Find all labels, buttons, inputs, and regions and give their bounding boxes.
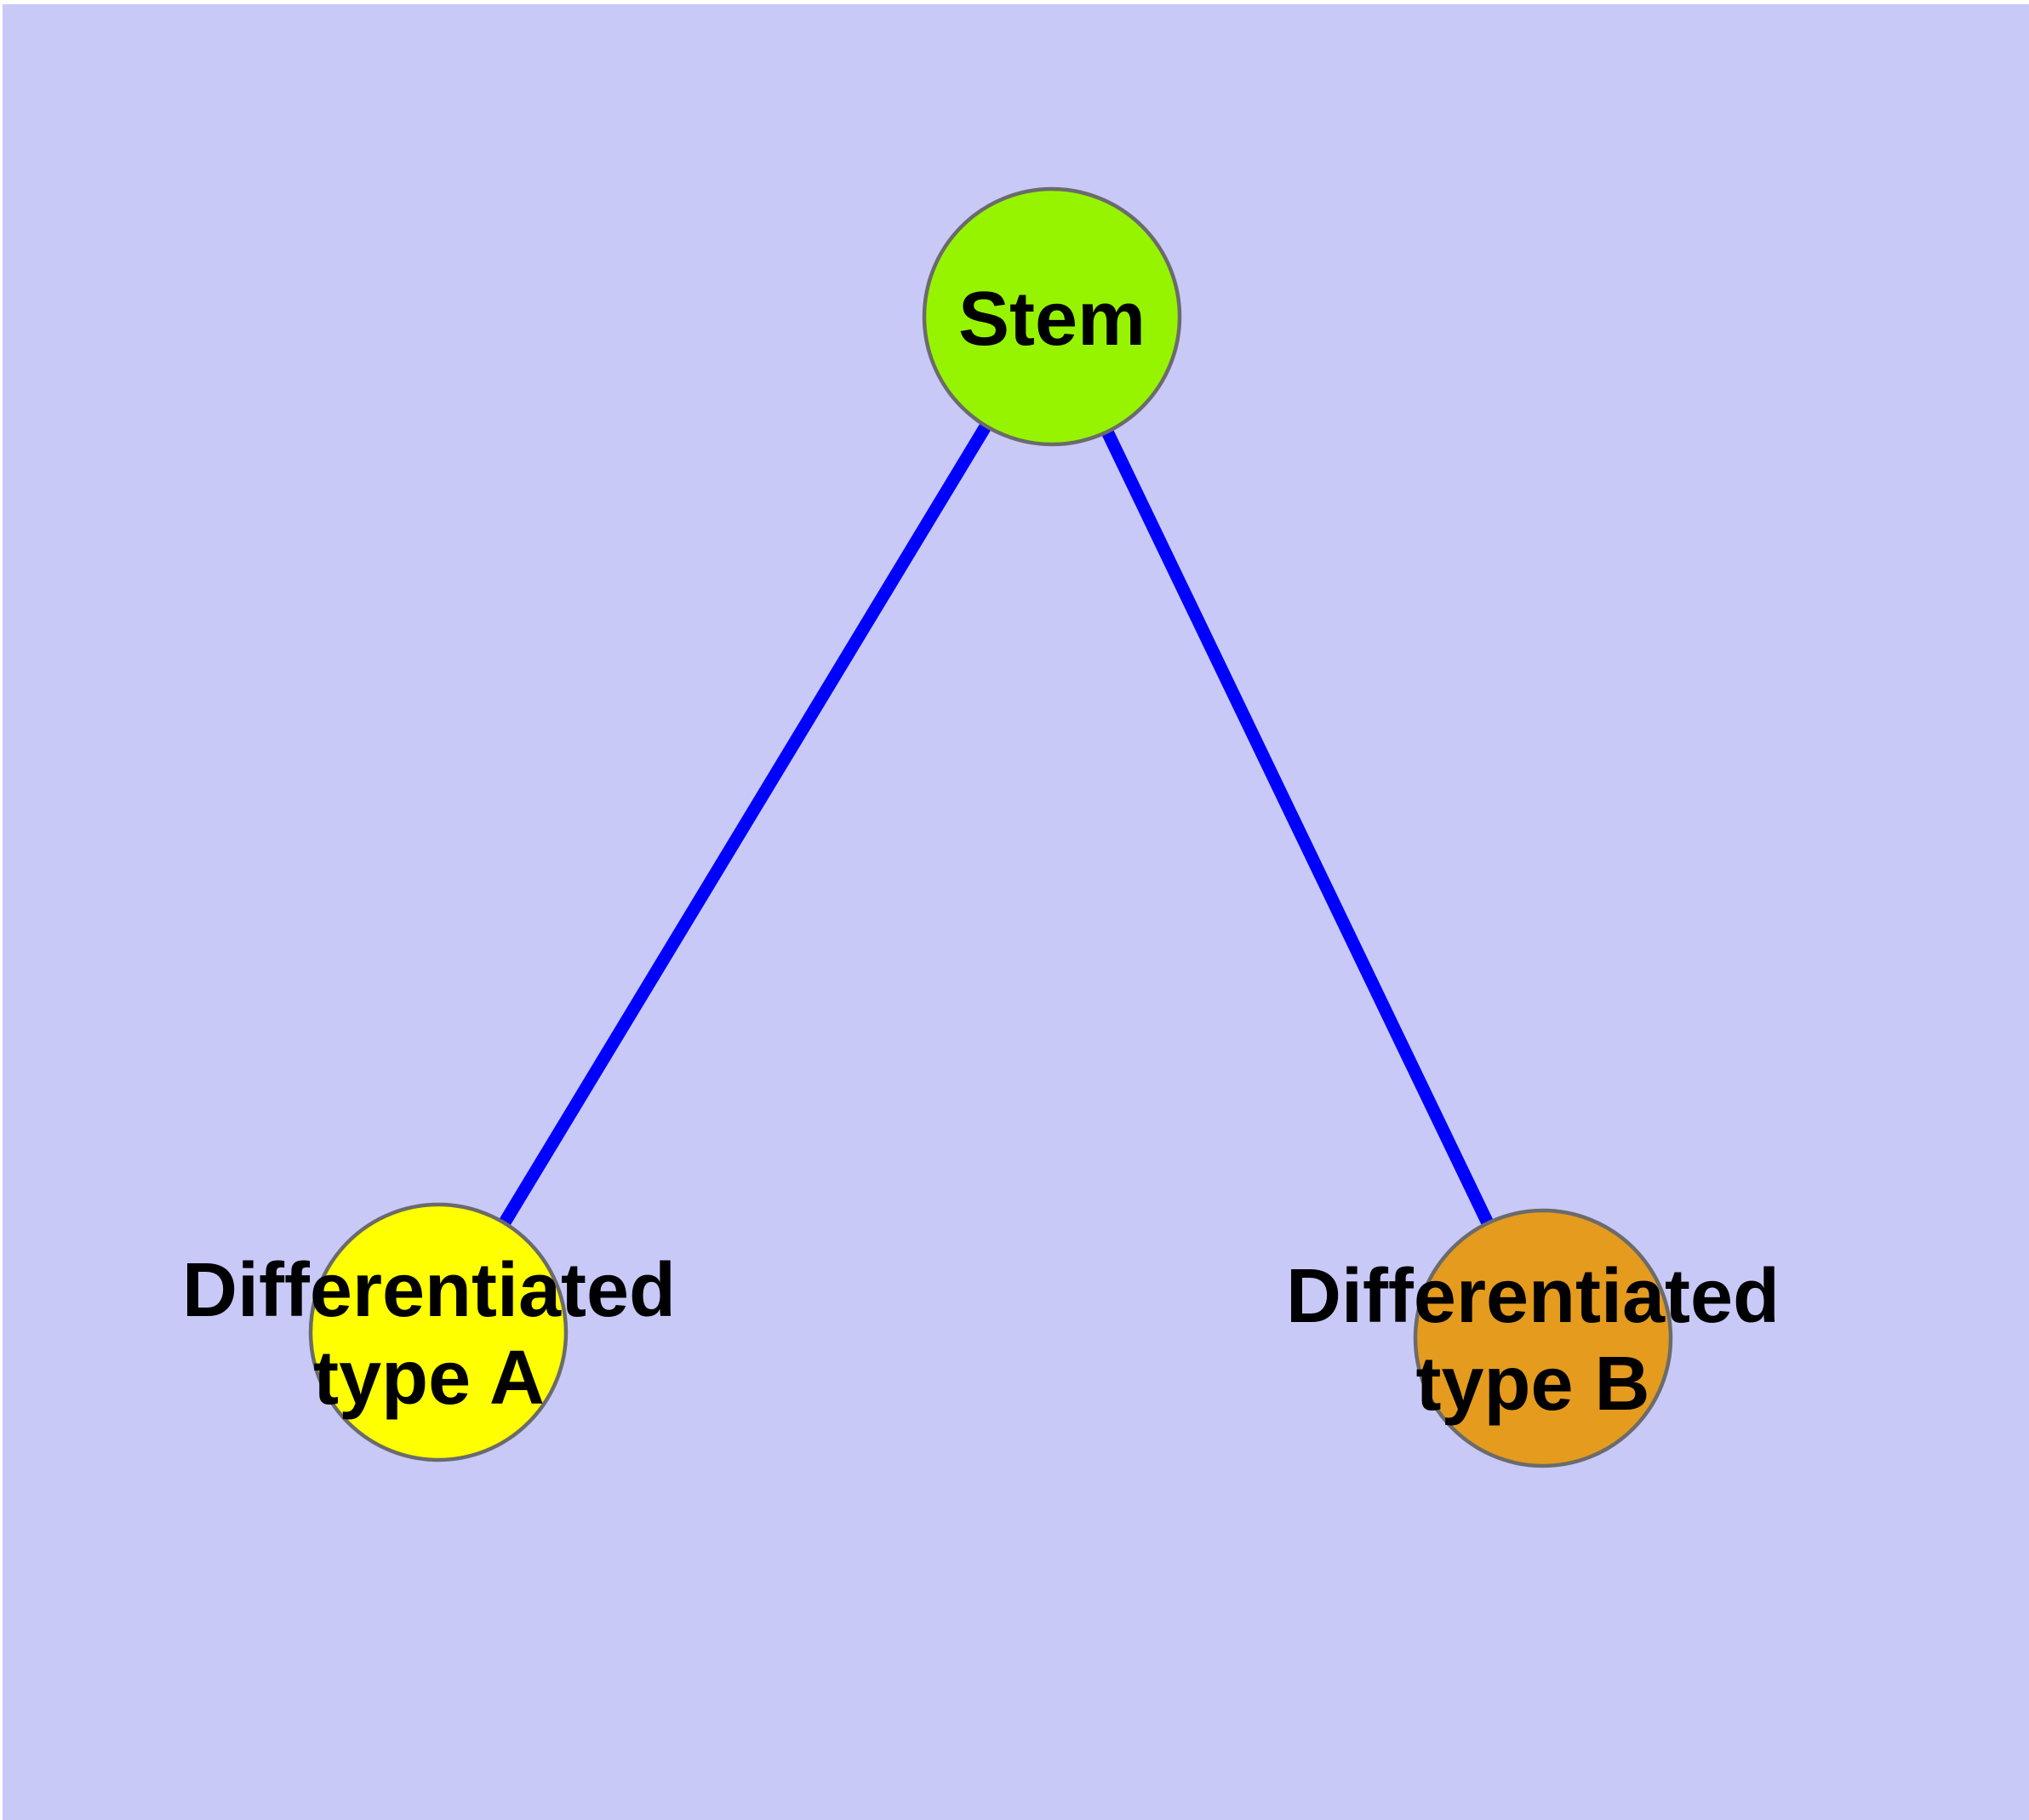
- node-type-b-label-line1: Differentiated: [1286, 1254, 1780, 1339]
- node-stem-circle: [922, 186, 1182, 447]
- edge-layer: [432, 313, 1549, 1342]
- node-type-b-label-line2: type B: [1415, 1342, 1649, 1427]
- node-differentiated-type-a: Differentiated type A: [182, 1202, 676, 1462]
- node-type-a-label-line1: Differentiated: [182, 1248, 676, 1333]
- node-type-b-circle: [1413, 1208, 1673, 1468]
- node-type-a-circle: [308, 1202, 569, 1462]
- node-type-a-label-line2: type A: [313, 1336, 545, 1421]
- edge-stem-to-type-b: [1046, 313, 1549, 1342]
- node-stem-label: Stem: [958, 277, 1146, 362]
- edge-stem-to-type-a: [432, 313, 1058, 1336]
- node-differentiated-type-b: Differentiated type B: [1286, 1208, 1780, 1468]
- node-stem: Stem: [922, 186, 1182, 447]
